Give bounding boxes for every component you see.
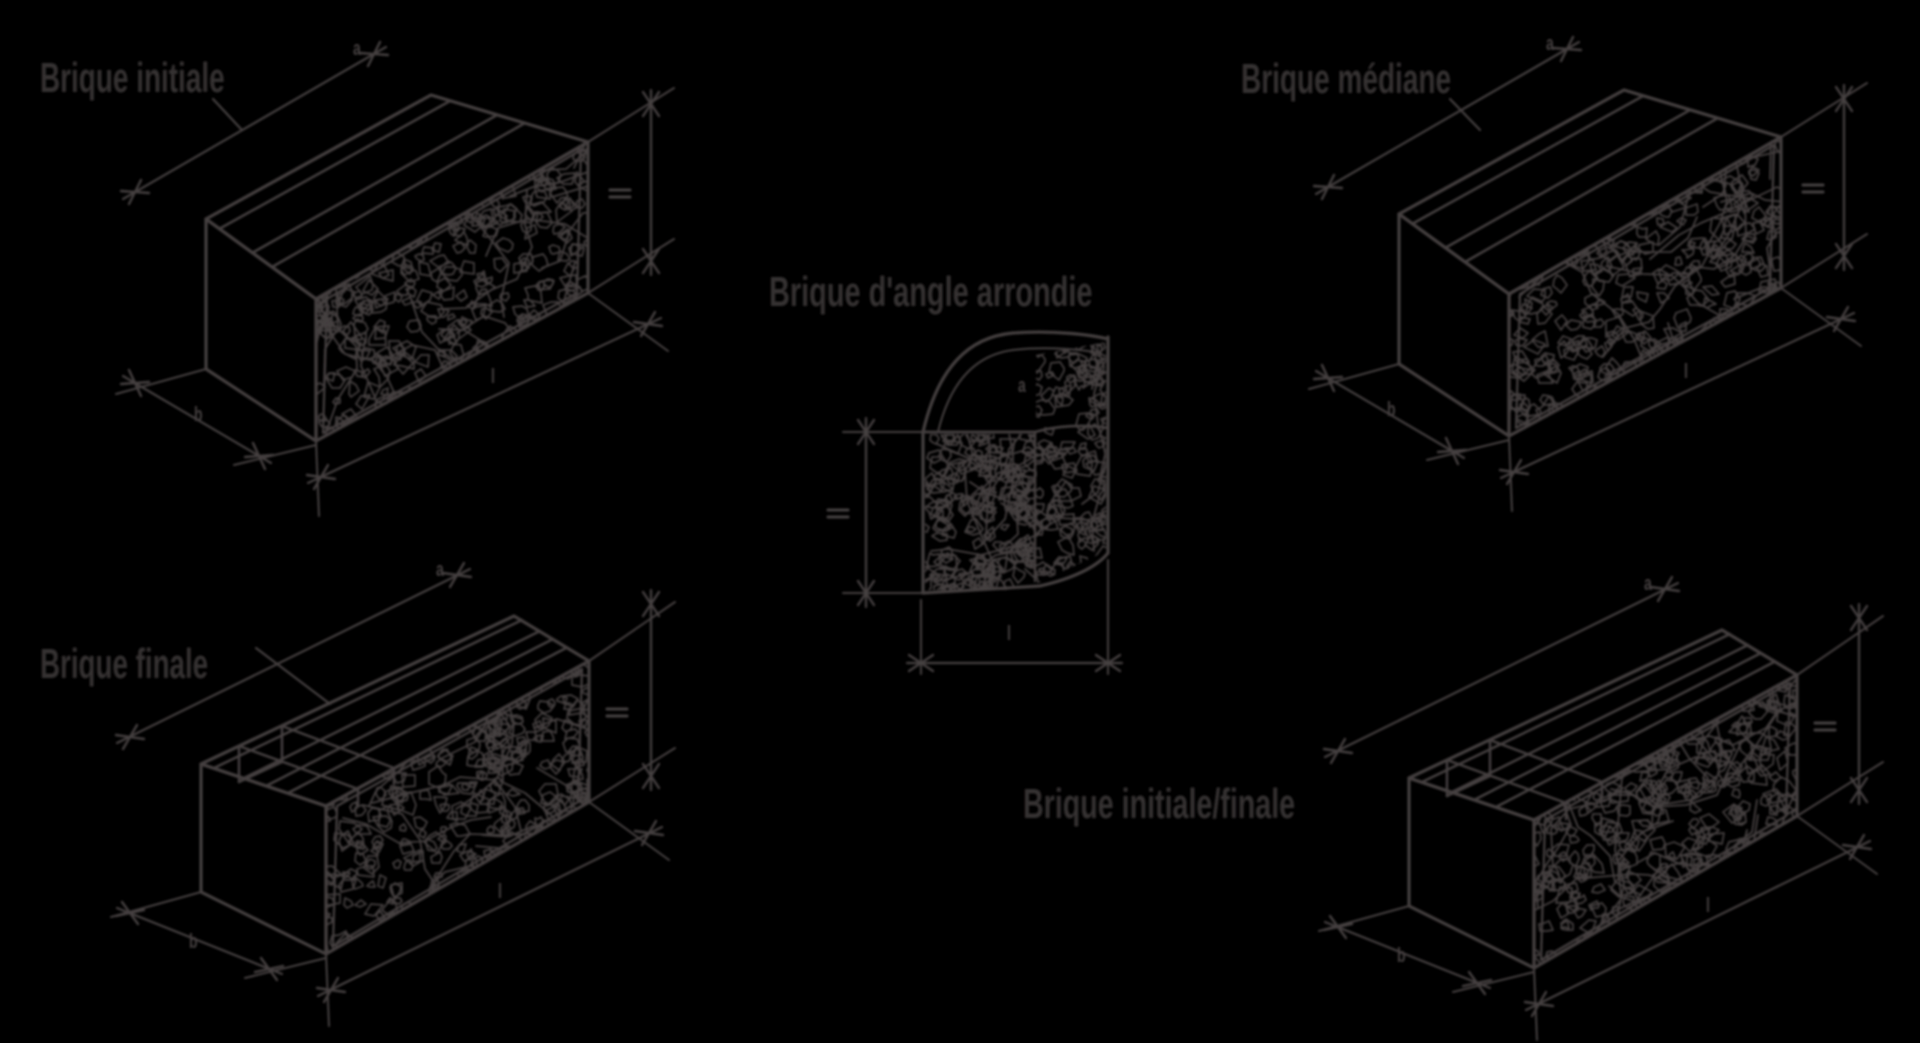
svg-text:a: a [1018,373,1026,396]
svg-text:Brique initiale/finale: Brique initiale/finale [1023,779,1295,827]
svg-text:b: b [194,402,203,425]
svg-text:b: b [1387,397,1396,420]
svg-text:b: b [1397,943,1406,966]
svg-text:a: a [353,36,361,59]
svg-text:l: l [1007,621,1011,644]
svg-text:a: a [1644,571,1652,594]
svg-text:Brique d'angle arrondie: Brique d'angle arrondie [769,268,1092,316]
svg-text:l: l [498,879,502,902]
svg-text:a: a [436,557,444,580]
svg-text:Brique initiale: Brique initiale [40,54,225,101]
svg-text:b: b [189,929,198,952]
svg-text:Brique médiane: Brique médiane [1241,55,1451,102]
svg-text:l: l [1706,893,1710,916]
svg-text:a: a [1546,31,1554,54]
svg-text:l: l [1684,359,1688,382]
svg-text:l: l [491,364,495,387]
svg-text:Brique finale: Brique finale [40,640,208,687]
